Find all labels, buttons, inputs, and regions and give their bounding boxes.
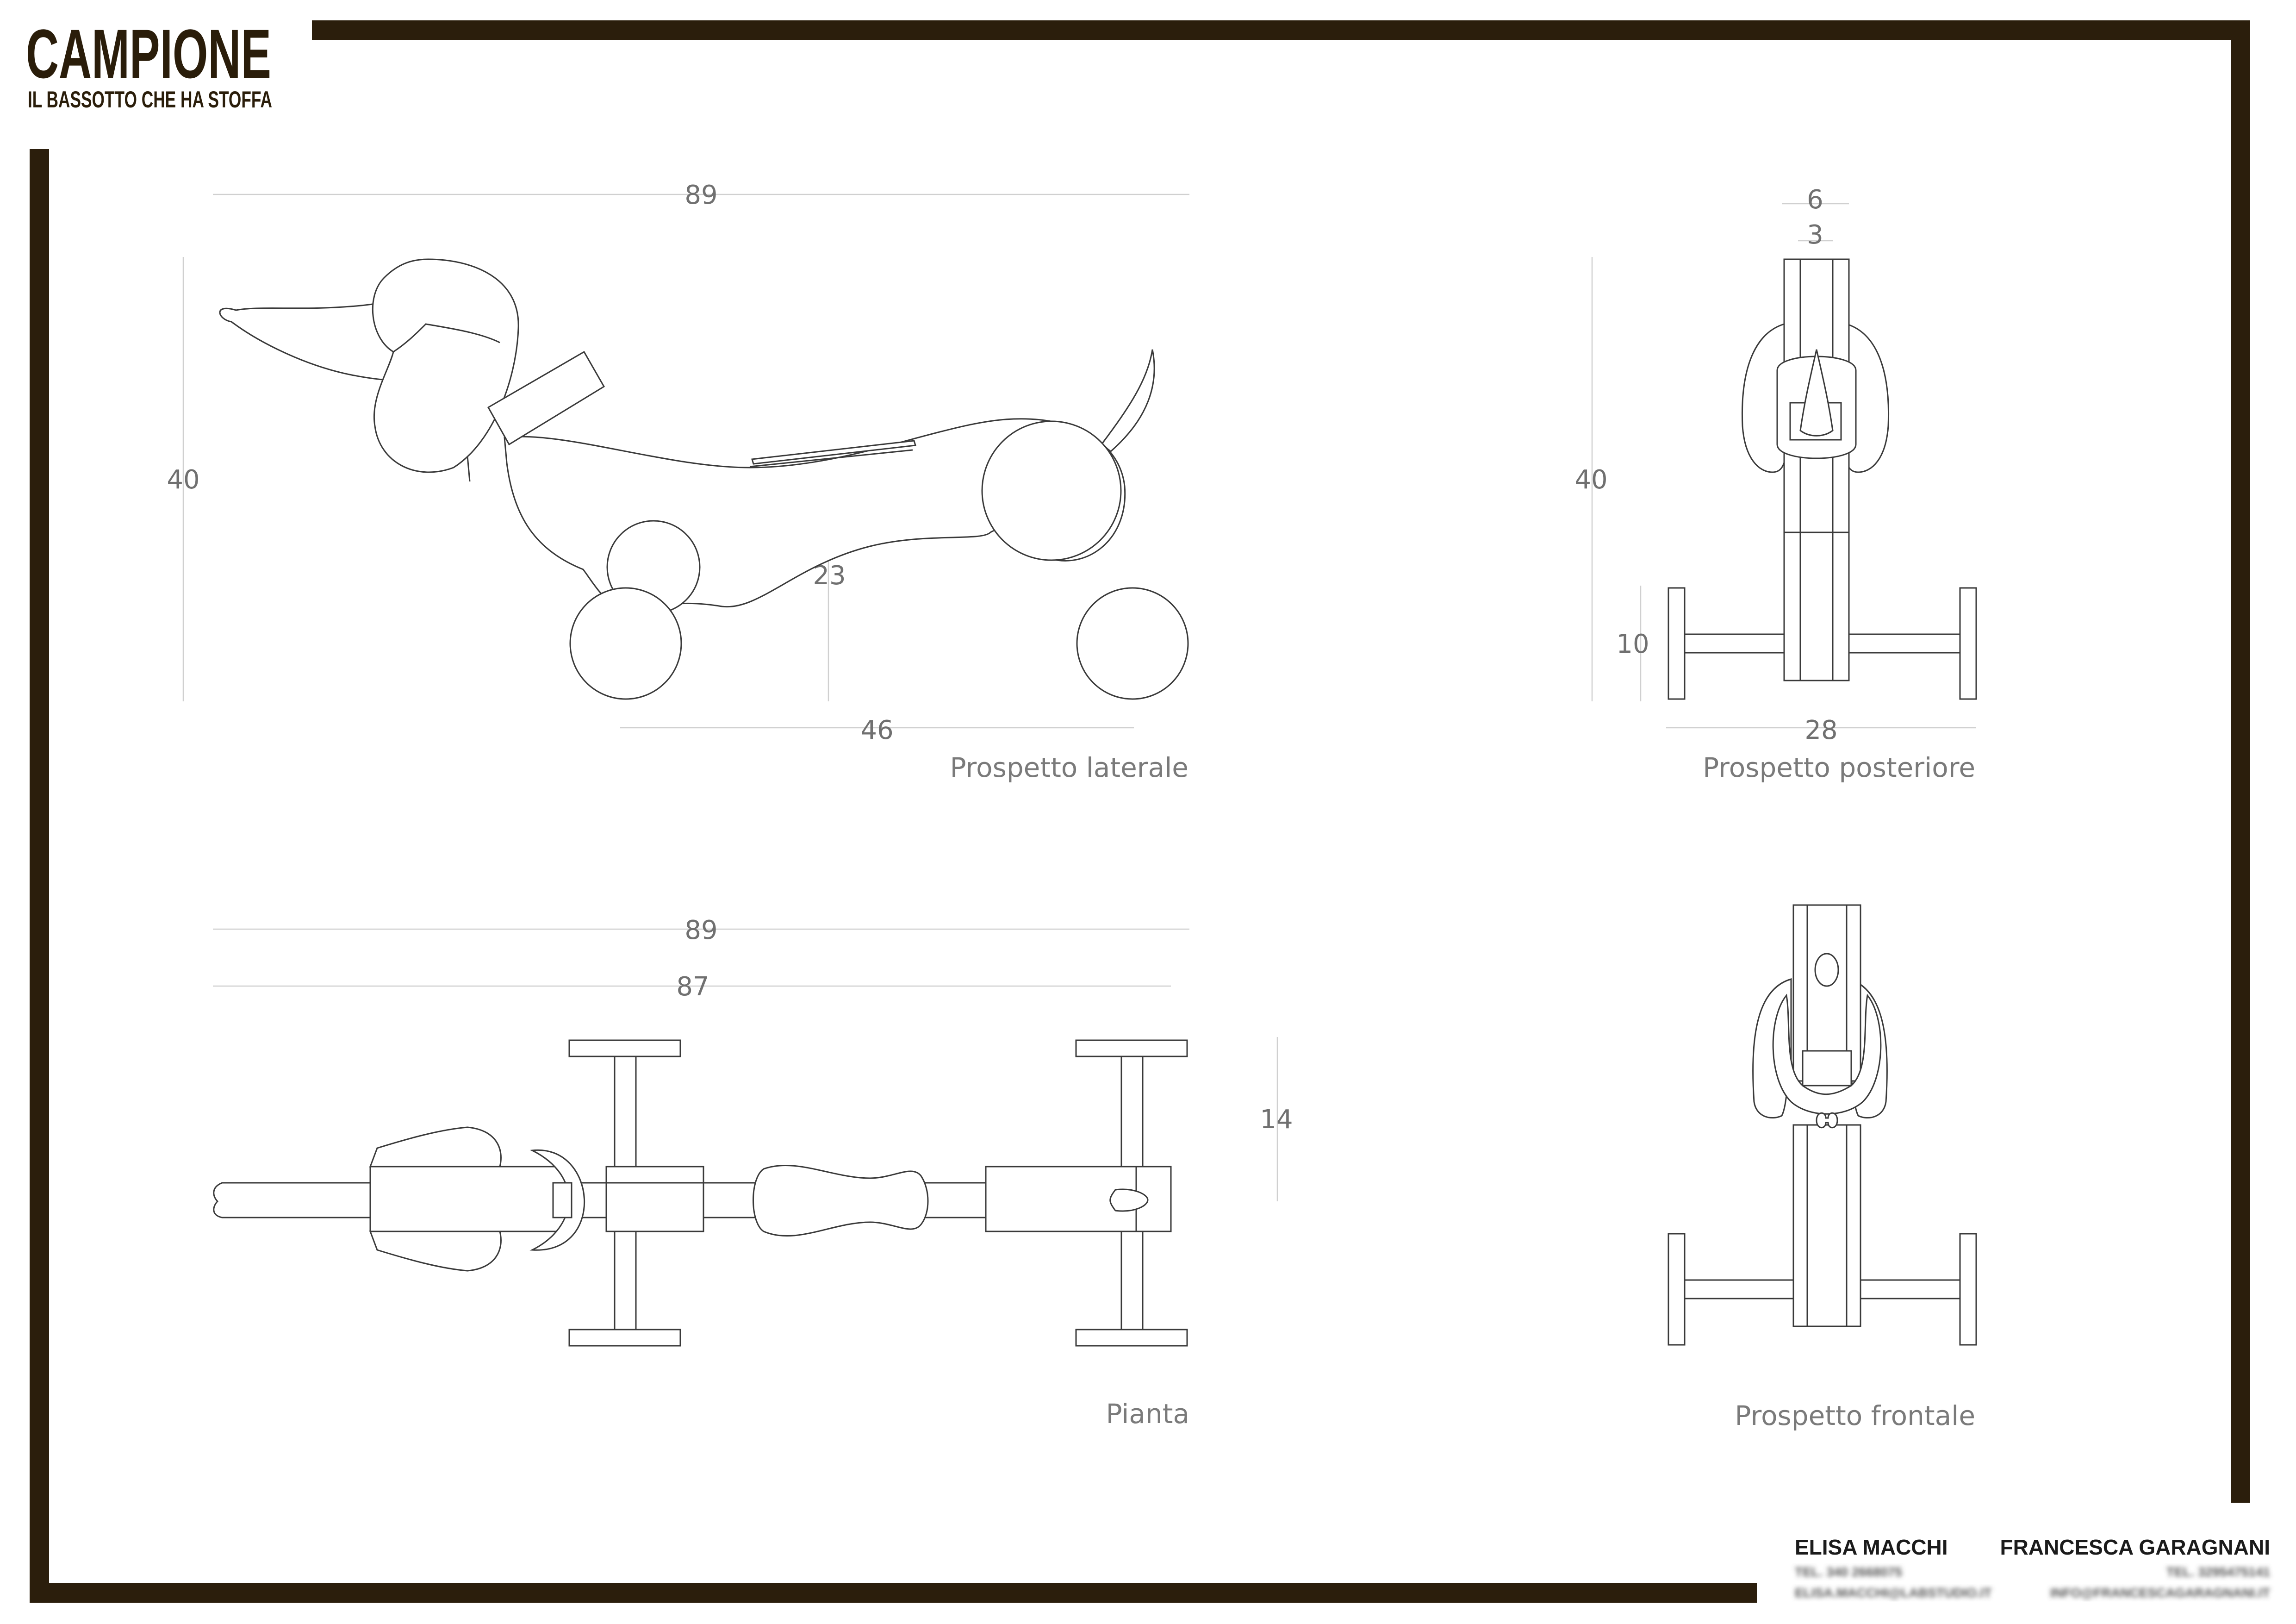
dim-plan-depth: 14: [1260, 1105, 1293, 1135]
plan-ear-top: [369, 1126, 502, 1168]
front-column-lower: [1792, 1124, 1861, 1327]
author-contact-2b: INFO@FRANCESCAGARAGNANI.IT: [2050, 1586, 2270, 1600]
author-name-2: FRANCESCA GARAGNANI: [2000, 1535, 2270, 1559]
rear-wheel-left: [1668, 587, 1686, 700]
sheet-frame: [30, 20, 2250, 1603]
front-chest-block: [1802, 1050, 1852, 1087]
dog-seat-line: [749, 449, 913, 468]
plan-view: 89 87 14 Pianta: [213, 915, 1293, 1430]
dim-side-height: 40: [167, 465, 199, 495]
front-bone-tag: [1816, 1112, 1838, 1129]
plan-seat: [753, 1165, 929, 1237]
dim-rear-height: 40: [1574, 465, 1607, 495]
caption-rear: Prospetto posteriore: [1703, 752, 1975, 783]
dim-rear-top-inner: 3: [1807, 220, 1823, 250]
rear-elevation-view: 6 3 40 10 28 Prospetto posteriore: [1574, 185, 1977, 783]
dim-rear-top-outer: 6: [1807, 185, 1823, 215]
caption-plan: Pianta: [1106, 1398, 1189, 1430]
plan-collar-block: [552, 1182, 572, 1218]
author-contact-2a: TEL. 3295475141: [2166, 1565, 2270, 1579]
frame-top-bar: [312, 20, 2250, 40]
frame-right-bar: [2231, 40, 2250, 1503]
plan-ear-bottom: [369, 1230, 502, 1272]
plan-front-wheel-bottom: [568, 1329, 681, 1347]
dog-tail: [1100, 349, 1155, 452]
caption-side: Prospetto laterale: [950, 752, 1188, 783]
author-contact-1a: TEL. 340 2668075: [1795, 1565, 1902, 1579]
author-contact-1b: ELISA.MACCHI@LABSTUDIO.IT: [1795, 1586, 1992, 1600]
plan-rear-wheel-bottom: [1075, 1329, 1188, 1347]
dim-side-length: 89: [684, 180, 717, 210]
dim-rear-width: 28: [1804, 715, 1837, 745]
plan-front-leg-block: [605, 1166, 704, 1232]
front-wheel-left: [1668, 1233, 1686, 1346]
frame-bottom-bar: [30, 1583, 1757, 1603]
rear-wheel-right: [1959, 587, 1977, 700]
dog-collar-tag: [467, 456, 471, 482]
plan-rear-wheel-top: [1075, 1039, 1188, 1057]
front-nose: [1814, 953, 1839, 987]
author-name-1: ELISA MACCHI: [1795, 1535, 1948, 1559]
front-wheel-right: [1959, 1233, 1977, 1346]
plan-tail: [1109, 1188, 1149, 1212]
dim-side-wheelbase: 46: [860, 715, 893, 745]
plan-head-block: [369, 1166, 570, 1232]
caption-front: Prospetto frontale: [1735, 1400, 1975, 1431]
frame-left-bar: [30, 149, 49, 1603]
plan-front-wheel-top: [568, 1039, 681, 1057]
dog-rear-haunch: [981, 420, 1122, 561]
rear-tail: [1799, 349, 1834, 437]
rear-wheel: [1076, 587, 1189, 700]
dim-rear-wheel: 10: [1616, 629, 1649, 659]
rear-column: [1783, 258, 1850, 681]
dog-ear-fold: [393, 323, 500, 353]
dog-seat: [751, 440, 916, 465]
front-wheel: [569, 587, 682, 700]
brand-title: CAMPIONE: [26, 15, 271, 93]
title-block: CAMPIONE IL BASSOTTO CHE HA STOFFA: [26, 15, 272, 112]
brand-subtitle: IL BASSOTTO CHE HA STOFFA: [28, 87, 272, 112]
dog-ear: [372, 258, 519, 473]
dog-collar: [487, 350, 605, 446]
authors-block: ELISA MACCHI TEL. 340 2668075 ELISA.MACC…: [1795, 1535, 2270, 1600]
dim-plan-outer: 89: [684, 915, 717, 945]
front-elevation-view: Prospetto frontale: [1668, 904, 1977, 1431]
side-elevation-view: 89 40 23 46 Prospetto laterale: [167, 180, 1189, 783]
dim-plan-inner: 87: [676, 972, 709, 1002]
